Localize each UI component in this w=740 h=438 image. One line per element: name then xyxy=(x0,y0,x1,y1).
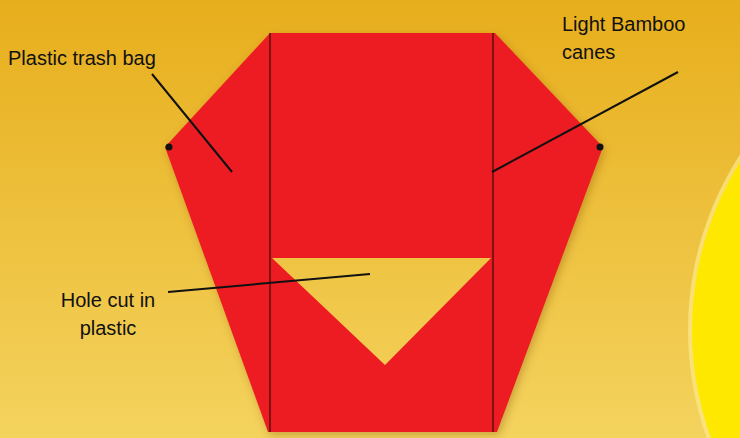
leader-line xyxy=(152,74,232,172)
part-label: Light Bamboo canes xyxy=(562,10,727,66)
part-label: Plastic trash bag xyxy=(8,44,218,72)
bamboo-cane xyxy=(269,33,271,432)
tie-hole xyxy=(597,144,604,151)
trash-bag-sail xyxy=(165,33,603,432)
part-label: Hole cut in plastic xyxy=(38,286,178,342)
hole-cutout xyxy=(272,258,491,365)
glow-ring xyxy=(688,8,740,438)
sun-disc xyxy=(692,12,740,438)
leader-line xyxy=(492,72,678,172)
leader-line xyxy=(168,274,370,292)
tie-hole xyxy=(166,144,173,151)
bamboo-cane xyxy=(492,33,494,432)
